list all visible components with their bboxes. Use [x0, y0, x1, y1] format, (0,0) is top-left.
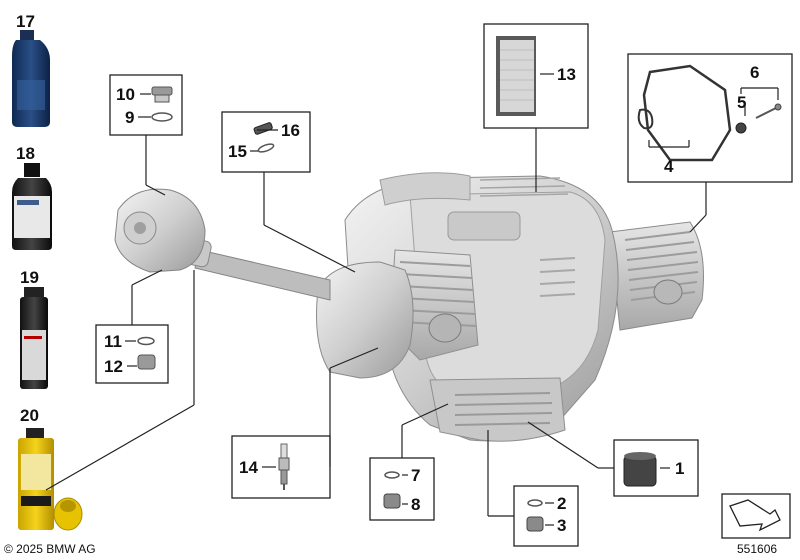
oil-filter-cap-icon	[623, 452, 657, 487]
callout-15: 15	[228, 142, 247, 161]
spray-can-icon	[20, 287, 48, 389]
oil-filler-cap-icon	[151, 86, 173, 103]
screw-icon	[755, 103, 782, 119]
callout-11: 11	[104, 332, 122, 351]
callout-6: 6	[750, 63, 759, 82]
callout-8: 8	[411, 495, 420, 514]
oil-level-sensor-icon	[253, 122, 273, 135]
callout-2: 2	[557, 494, 566, 513]
lubricant-can-icon	[18, 428, 83, 531]
seal-ring-2-icon	[527, 499, 543, 507]
callout-5: 5	[737, 93, 746, 112]
seal-ring-7-icon	[384, 471, 400, 479]
view-direction-arrow-icon	[729, 499, 781, 532]
callout-9: 9	[125, 108, 134, 127]
copyright-notice: © 2025 BMW AG	[4, 542, 96, 556]
image-number: 551606	[737, 542, 777, 556]
screw-plug-icon	[383, 493, 401, 509]
drain-plug-icon	[137, 354, 156, 370]
engine-illustration	[114, 172, 704, 442]
callout-3: 3	[557, 516, 566, 535]
callout-box-2-3	[513, 485, 579, 547]
seal-ring-icon	[257, 143, 275, 153]
o-ring-icon	[151, 112, 173, 122]
callout-17: 17	[16, 12, 35, 31]
callout-box-9-10	[109, 74, 183, 136]
engine-oil-bottle-icon	[12, 30, 50, 127]
bracket-6	[740, 87, 779, 100]
oil-drain-plug-icon	[526, 516, 544, 532]
valve-cover-gasket-icon	[637, 64, 732, 162]
leader-lines	[45, 73, 746, 526]
callout-1: 1	[675, 459, 684, 478]
callout-box-15-16	[221, 111, 311, 173]
air-filter-icon	[496, 36, 536, 116]
callout-20: 20	[20, 406, 39, 425]
callout-7: 7	[411, 466, 420, 485]
callout-16: 16	[281, 121, 300, 140]
callout-box-7-8	[369, 457, 435, 521]
callout-14: 14	[239, 458, 258, 477]
rubber-grommet-icon	[735, 122, 747, 134]
callout-box-11-12	[95, 324, 169, 384]
callout-13: 13	[557, 65, 576, 84]
callout-4: 4	[664, 157, 674, 176]
gasket-kit-bracket	[648, 140, 690, 148]
callout-12: 12	[104, 357, 123, 376]
callout-18: 18	[16, 144, 35, 163]
callout-10: 10	[116, 85, 135, 104]
gear-oil-bottle-icon	[12, 163, 52, 250]
callout-19: 19	[20, 268, 39, 287]
spark-plug-icon	[278, 443, 290, 490]
seal-washer-icon	[137, 336, 155, 346]
